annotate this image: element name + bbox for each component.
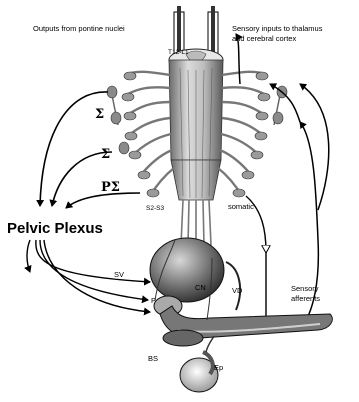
label-sensory-afferents-line1: Sensory: [291, 285, 319, 293]
label-vd: VD: [232, 287, 242, 295]
label-sv: SV: [114, 271, 124, 279]
label-sympathetic-2: Σ: [101, 148, 110, 161]
pelvic-organs: [150, 238, 332, 392]
label-sensory-afferents-line2: afferents: [291, 295, 320, 303]
label-sensory-inputs-line1: Sensory inputs to thalamus: [232, 25, 322, 33]
label-ep: Ep: [214, 364, 223, 372]
label-parasympathetic: PΣ: [101, 181, 120, 194]
pelvic-plexus-outflow: [27, 240, 150, 312]
label-s2-s3: S2-S3: [146, 206, 164, 213]
label-p: P: [151, 297, 156, 305]
label-pelvic-plexus: Pelvic Plexus: [7, 221, 103, 236]
label-sensory-inputs-line2: and cerebral cortex: [232, 35, 296, 43]
spinal-cord-section: [169, 49, 223, 245]
label-bs: BS: [148, 355, 158, 363]
label-outputs-pontine: Outputs from pontine nuclei: [33, 25, 125, 33]
label-sympathetic-1: Σ: [95, 108, 104, 121]
label-cn: CN: [195, 284, 206, 292]
somatic-pathway: [246, 196, 266, 328]
label-t12-l1: T12-L1: [168, 50, 189, 57]
label-somatic: somatic: [228, 203, 254, 211]
